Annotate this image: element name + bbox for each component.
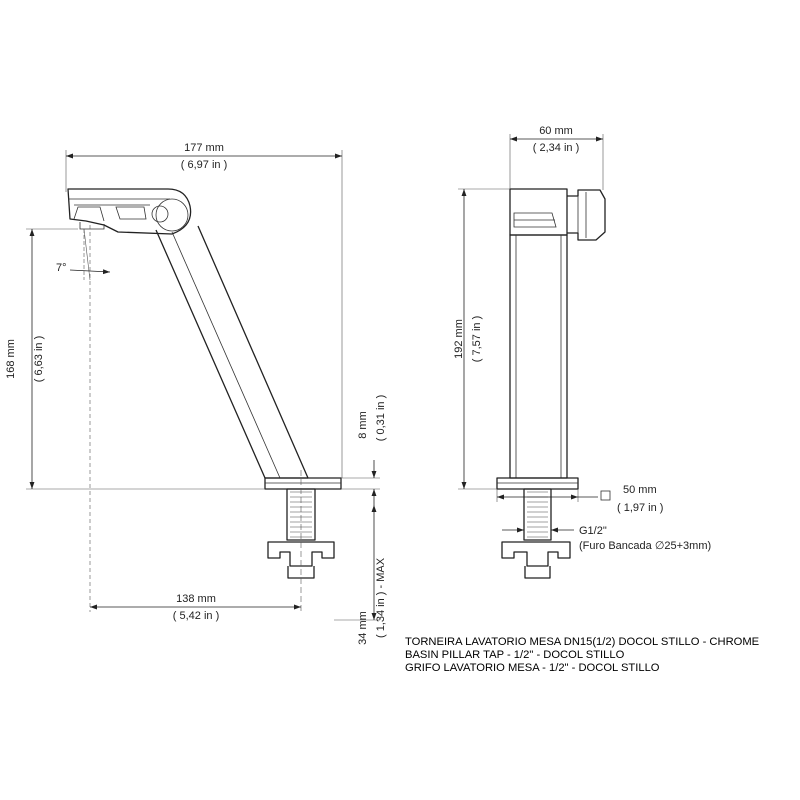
dim-width-in: ( 6,97 in ) <box>181 159 227 171</box>
side-view <box>496 188 606 579</box>
dim-base-thickness-in: ( 0,31 in ) <box>375 395 387 441</box>
dim-thread: G1/2" <box>579 525 607 537</box>
dim-shank-max-in: ( 1,34 in ) - MAX <box>375 557 387 638</box>
dim-width-mm: 177 mm <box>184 142 224 154</box>
dim-spout-height-in: ( 6,63 in ) <box>33 336 45 382</box>
front-view <box>67 188 342 612</box>
dim-base-square-in: ( 1,97 in ) <box>617 502 663 514</box>
dim-shank-max-mm: 34 mm <box>357 611 369 645</box>
side-shank-hatch <box>527 491 548 538</box>
dim-base-square-mm: 50 mm <box>623 484 657 496</box>
dim-reach-in: ( 5,42 in ) <box>173 610 219 622</box>
dim-side-width-in: ( 2,34 in ) <box>533 142 579 154</box>
side-dimensions: 60 mm ( 2,34 in ) 192 mm ( 7,57 in ) 50 … <box>453 125 711 552</box>
dim-reach-mm: 138 mm <box>176 593 216 605</box>
front-dimensions: 177 mm ( 6,97 in ) 168 mm ( 6,63 in ) 7°… <box>5 142 387 645</box>
title-pt: TORNEIRA LAVATORIO MESA DN15(1/2) DOCOL … <box>405 636 759 648</box>
dim-angle: 7° <box>56 262 67 274</box>
title-en: BASIN PILLAR TAP - 1/2" - DOCOL STILLO <box>405 649 625 661</box>
dim-base-thickness-mm: 8 mm <box>357 411 369 439</box>
dim-spout-height-mm: 168 mm <box>5 339 17 379</box>
title-block: TORNEIRA LAVATORIO MESA DN15(1/2) DOCOL … <box>405 636 759 674</box>
dim-total-height-mm: 192 mm <box>453 319 465 359</box>
title-es: GRIFO LAVATORIO MESA - 1/2" - DOCOL STIL… <box>405 662 660 674</box>
dim-side-width-mm: 60 mm <box>539 125 573 137</box>
dim-hole: (Furo Bancada ∅25+3mm) <box>579 540 711 552</box>
dim-total-height-in: ( 7,57 in ) <box>471 316 483 362</box>
